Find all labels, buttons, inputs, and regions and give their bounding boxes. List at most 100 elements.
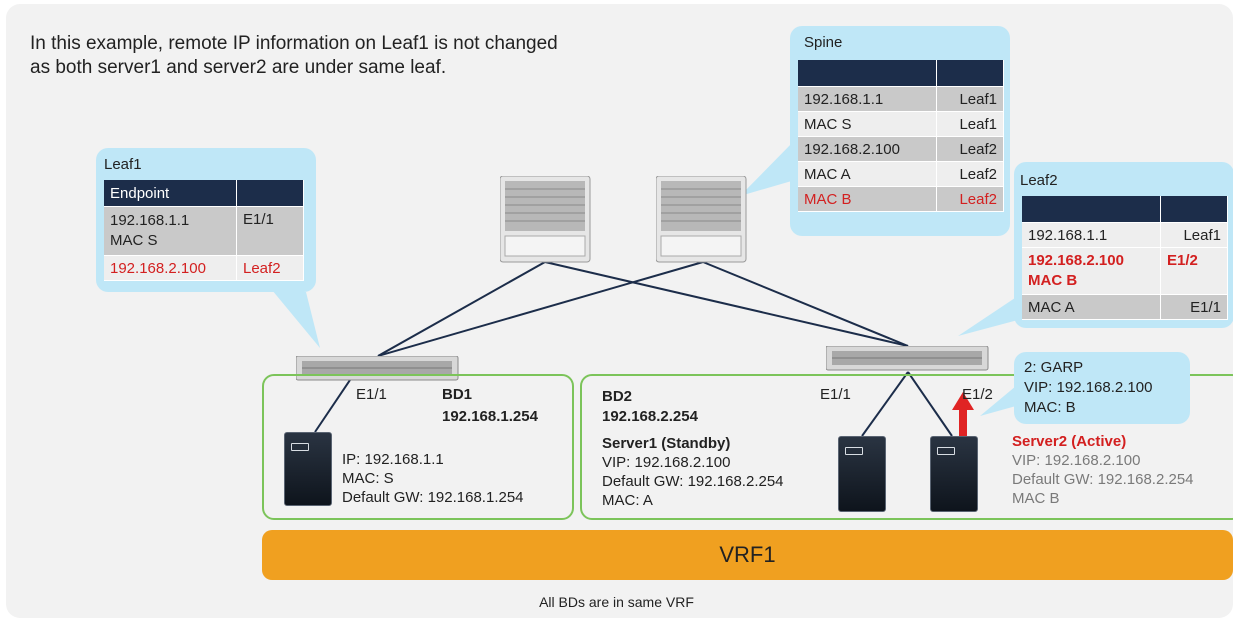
leaf1-callout-pointer: [272, 290, 320, 348]
leaf2-table: 192.168.1.1 Leaf1 192.168.2.100 MAC B E1…: [1022, 196, 1228, 320]
table-cell-line: 192.168.2.100: [1028, 252, 1124, 269]
garp-line-3: MAC: B: [1024, 399, 1076, 416]
table-cell: Leaf1: [936, 111, 1004, 137]
link-leaf2-server1: [861, 371, 909, 437]
red-up-arrow-icon: [952, 392, 974, 436]
table-header-row: [1022, 196, 1228, 223]
table-header-cell: Endpoint: [104, 180, 237, 207]
leaf1-callout: Leaf1 Endpoint 192.168.1.1 MAC S E1/1 19…: [96, 148, 316, 292]
table-cell: 192.168.2.100: [104, 255, 237, 281]
table-row: MAC A E1/1: [1022, 294, 1228, 320]
table-cell: MAC S: [798, 111, 937, 137]
bd1-server-gw: Default GW: 192.168.1.254: [342, 489, 524, 506]
intro-line-2: as both server1 and server2 are under sa…: [30, 57, 447, 78]
link-leaf1-server: [314, 379, 351, 433]
server-icon: [284, 432, 332, 506]
spine-callout: Spine 192.168.1.1 Leaf1 MAC S Leaf1 192.…: [790, 26, 1010, 236]
footer-note: All BDs are in same VRF: [539, 594, 694, 610]
table-cell: 192.168.1.1: [798, 86, 937, 112]
table-header-cell: [236, 180, 304, 207]
table-row: 192.168.2.100 MAC B E1/2: [1022, 247, 1228, 295]
bd1-server-ip: IP: 192.168.1.1: [342, 451, 444, 468]
spine-callout-pointer: [740, 140, 795, 196]
table-row: MAC A Leaf2: [798, 161, 1004, 187]
server2-vip: VIP: 192.168.2.100: [1012, 452, 1141, 469]
bd1-port-label: E1/1: [356, 386, 387, 403]
server-icon: [838, 436, 886, 512]
server2-mac: MAC B: [1012, 490, 1060, 507]
leaf1-title: Leaf1: [104, 156, 142, 173]
table-header-cell: [798, 60, 937, 87]
table-header-row: [798, 60, 1004, 87]
spine-table: 192.168.1.1 Leaf1 MAC S Leaf1 192.168.2.…: [798, 60, 1004, 212]
server1-title: Server1 (Standby): [602, 435, 731, 452]
leaf2-callout-pointer: [958, 296, 1018, 336]
table-cell: E1/1: [1160, 294, 1228, 320]
garp-line-1: 2: GARP: [1024, 359, 1084, 376]
leaf-switch-icon: [296, 356, 459, 381]
leaf2-callout: Leaf2 192.168.1.1 Leaf1 192.168.2.100 MA…: [1014, 162, 1233, 328]
leaf-switch-icon: [826, 346, 989, 371]
table-cell: MAC A: [1022, 294, 1161, 320]
table-row: 192.168.1.1 Leaf1: [798, 86, 1004, 112]
table-row: 192.168.2.100 Leaf2: [798, 136, 1004, 162]
bd2-port2-label: E1/2: [962, 386, 993, 403]
bd2-name: BD2: [602, 388, 633, 405]
table-row: 192.168.1.1 Leaf1: [1022, 222, 1228, 248]
table-header-cell: [1160, 196, 1228, 223]
table-row: MAC S Leaf1: [798, 111, 1004, 137]
table-cell: Leaf2: [936, 161, 1004, 187]
leaf1-endpoint-table: Endpoint 192.168.1.1 MAC S E1/1 192.168.…: [104, 180, 304, 281]
server1-mac: MAC: A: [602, 492, 653, 509]
garp-callout-pointer: [980, 386, 1016, 416]
table-header-cell: [936, 60, 1004, 87]
table-cell: Leaf1: [1160, 222, 1228, 248]
bd1-gateway: 192.168.1.254: [442, 408, 538, 425]
server2-title: Server2 (Active): [1012, 433, 1127, 450]
bd2-port1-label: E1/1: [820, 386, 851, 403]
server1-info: Server1 (Standby) VIP: 192.168.2.100 Def…: [602, 434, 784, 510]
link-spine1-leaf2: [544, 261, 909, 347]
vrf-label: VRF1: [719, 542, 776, 567]
server1-gw: Default GW: 192.168.2.254: [602, 473, 784, 490]
spine-switch-icon: [656, 176, 747, 263]
vrf-bar: VRF1: [262, 530, 1233, 580]
server-icon: [930, 436, 978, 512]
bd2-gateway: 192.168.2.254: [602, 408, 698, 425]
server2-gw: Default GW: 192.168.2.254: [1012, 471, 1194, 488]
table-cell-line: MAC B: [1028, 272, 1078, 289]
table-cell: MAC B: [798, 186, 937, 212]
bd1-name: BD1: [442, 386, 473, 403]
spine-switch-icon: [500, 176, 591, 263]
table-row: 192.168.2.100 Leaf2: [104, 255, 304, 281]
garp-callout: 2: GARP VIP: 192.168.2.100 MAC: B: [1014, 352, 1190, 424]
server1-vip: VIP: 192.168.2.100: [602, 454, 731, 471]
table-cell-line: MAC S: [110, 232, 158, 249]
bd2-box: [580, 374, 1233, 520]
table-cell: Leaf2: [936, 136, 1004, 162]
table-cell: 192.168.2.100: [798, 136, 937, 162]
link-spine2-leaf2: [702, 261, 909, 347]
table-cell: 192.168.1.1: [1022, 222, 1161, 248]
table-header-cell: [1022, 196, 1161, 223]
table-cell: E1/2: [1160, 247, 1228, 295]
table-cell: 192.168.2.100 MAC B: [1022, 247, 1161, 295]
table-row: MAC B Leaf2: [798, 186, 1004, 212]
table-cell-line: 192.168.1.1: [110, 212, 190, 229]
table-header-row: Endpoint: [104, 180, 304, 207]
leaf2-title: Leaf2: [1020, 172, 1058, 189]
table-row: 192.168.1.1 MAC S E1/1: [104, 206, 304, 256]
bd1-box: [262, 374, 574, 520]
table-cell: MAC A: [798, 161, 937, 187]
link-spine2-leaf1: [377, 261, 704, 357]
bd1-server-info: IP: 192.168.1.1 MAC: S Default GW: 192.1…: [342, 450, 524, 507]
intro-text: In this example, remote IP information o…: [30, 32, 558, 80]
table-cell: Leaf2: [936, 186, 1004, 212]
link-leaf2-server2: [907, 371, 953, 437]
table-cell: E1/1: [236, 206, 304, 256]
garp-text: 2: GARP VIP: 192.168.2.100 MAC: B: [1024, 358, 1152, 418]
spine-title: Spine: [804, 34, 843, 51]
garp-line-2: VIP: 192.168.2.100: [1024, 379, 1153, 396]
server2-info: Server2 (Active) VIP: 192.168.2.100 Defa…: [1012, 432, 1194, 508]
